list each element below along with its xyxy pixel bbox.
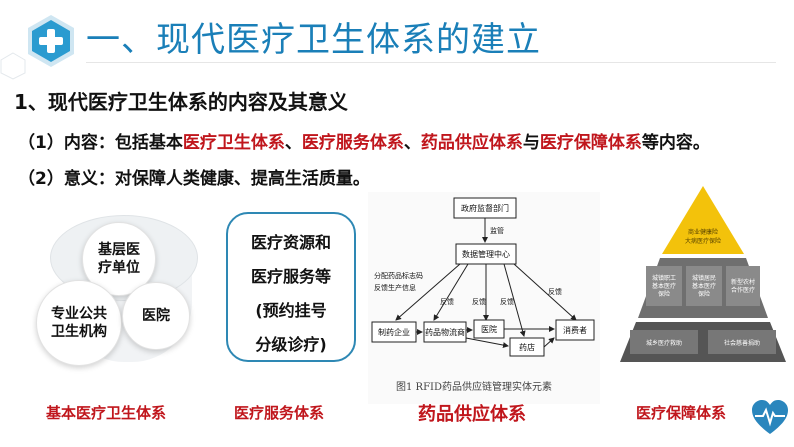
assign-label: 分配药品标志码: [374, 271, 423, 280]
content-line: （1）内容：包括基本医疗卫生体系、医疗服务体系、药品供应体系与医疗保障体系等内容…: [18, 128, 710, 153]
producer-node: 制药企业: [371, 321, 417, 343]
bubble-hospital: 医院: [122, 282, 190, 350]
hexagon-decoration-icon: [0, 52, 26, 80]
primary-care-diagram: 基层医疗单位 专业公共卫生机构 医院: [36, 210, 216, 380]
pyramid-mid-label: 保险: [658, 290, 670, 298]
supervise-label: 监管: [490, 226, 504, 235]
pyramid-top-label: 大病医疗保险: [685, 237, 721, 245]
caption-drug-supply: 药品供应体系: [418, 404, 526, 425]
data-center-node: 数据管理中心: [455, 243, 517, 265]
pyramid-mid-label: 合作医疗: [731, 286, 755, 294]
meaning-line: （2）意义：对保障人类健康、提高生活质量。: [18, 169, 370, 189]
svg-text:药店: 药店: [519, 342, 535, 352]
pyramid-top-label: 商业健康险: [688, 228, 718, 236]
service-line: 医疗服务等: [250, 267, 331, 286]
caption-medical-insurance: 医疗保障体系: [636, 404, 727, 422]
service-line: (预约挂号: [255, 301, 327, 320]
svg-text:政府监督部门: 政府监督部门: [461, 203, 509, 213]
service-line: 分级诊疗): [255, 335, 327, 354]
feedback-label: 反馈: [472, 297, 486, 306]
caption-basic-health: 基本医疗卫生体系: [46, 404, 167, 422]
svg-text:消费者: 消费者: [563, 325, 587, 335]
consumer-node: 消费者: [555, 319, 595, 341]
content-sep: 、: [403, 133, 421, 153]
gov-node: 政府监督部门: [453, 197, 517, 219]
content-suffix: 等内容。: [641, 133, 710, 153]
pyramid-mid-label: 基本医疗: [652, 282, 676, 290]
content-term: 医疗服务体系: [301, 133, 404, 153]
content-term: 医疗卫生体系: [182, 133, 285, 153]
title-divider: [86, 62, 776, 63]
figure-caption: 图1 RFID药品供应链管理实体元素: [396, 382, 552, 393]
page-title: 一、现代医疗卫生体系的建立: [86, 20, 541, 60]
feedback-label: 反馈: [500, 297, 514, 306]
section-subtitle: 1、现代医疗卫生体系的内容及其意义: [14, 90, 348, 114]
content-prefix: （1）内容：包括基本: [18, 133, 183, 153]
pyramid-mid-label: 基本医疗: [692, 282, 716, 290]
medical-service-box: 医疗资源和 医疗服务等 (预约挂号 分级诊疗): [226, 212, 356, 362]
service-line: 医疗资源和: [250, 233, 331, 252]
drug-supply-flow-diagram: 政府监督部门 监管 数据管理中心 分配药品标志码 反馈生产信息 反馈 反馈 反馈…: [368, 192, 600, 404]
caption-medical-service: 医疗服务体系: [234, 404, 325, 422]
pyramid-mid-label: 城镇职工: [652, 274, 676, 282]
logistics-node: 药品物流商: [423, 321, 467, 343]
content-sep: 、: [284, 133, 302, 153]
svg-text:药品物流商: 药品物流商: [425, 327, 465, 337]
pyramid-mid-label: 城镇居民: [692, 274, 716, 282]
insurance-pyramid: 商业健康险 大病医疗保险 城镇职工 基本医疗 保险 城镇居民 基本医疗 保险 新…: [620, 186, 786, 362]
pyramid-bottom-label: 社会慈善捐助: [724, 339, 760, 347]
svg-text:数据管理中心: 数据管理中心: [462, 249, 510, 259]
pyramid-bottom-label: 城乡医疗救助: [646, 339, 682, 347]
medical-cross-hexagon-icon: [28, 15, 74, 67]
svg-text:医院: 医院: [481, 324, 497, 334]
content-term: 药品供应体系: [420, 133, 523, 153]
content-sep: 与: [522, 133, 540, 153]
pyramid-mid-label: 保险: [698, 290, 710, 298]
pharmacy-node: 药店: [509, 337, 545, 357]
feedback-info-label: 反馈生产信息: [374, 283, 416, 292]
heartbeat-icon: [752, 400, 788, 434]
pyramid-mid-label: 新型农村: [731, 278, 755, 286]
svg-text:制药企业: 制药企业: [378, 327, 410, 337]
content-term: 医疗保障体系: [539, 133, 642, 153]
hospital-node: 医院: [473, 319, 505, 339]
feedback-label: 反馈: [440, 297, 454, 306]
bubble-public-health: 专业公共卫生机构: [36, 280, 122, 366]
feedback-label: 反馈: [548, 287, 562, 296]
